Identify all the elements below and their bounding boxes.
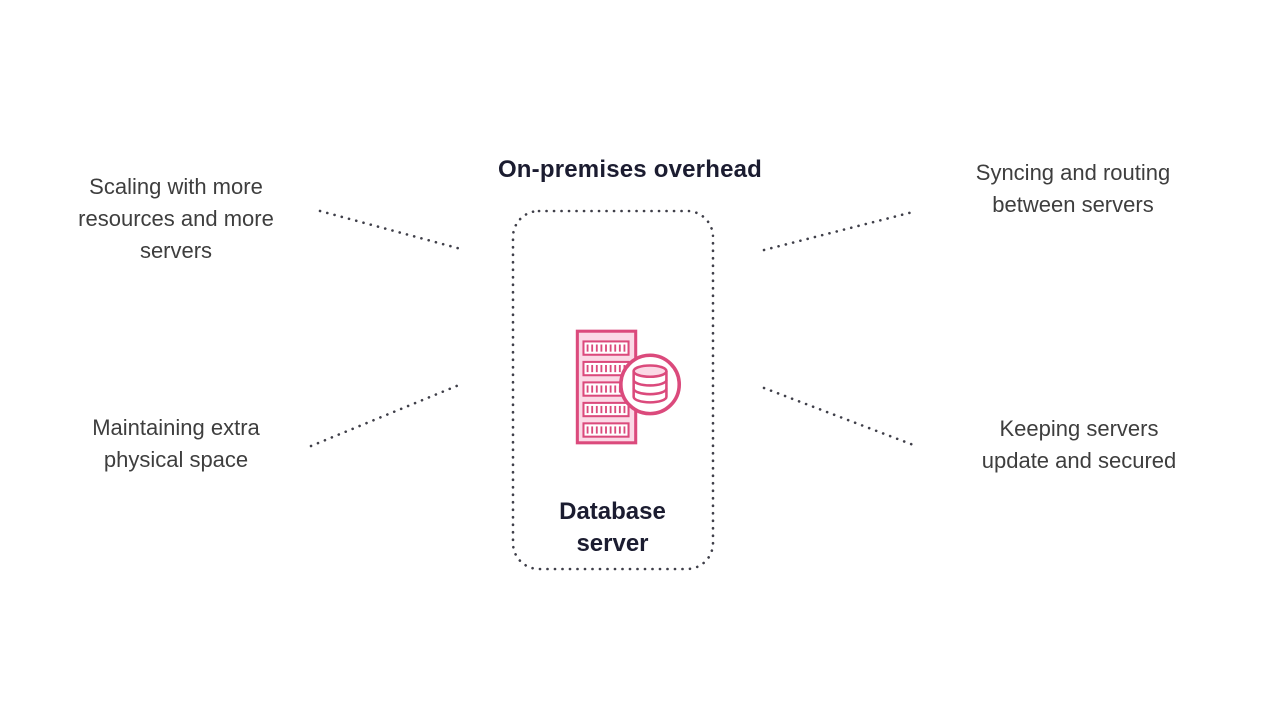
database-server-label-line: Database [559,498,666,525]
label-line: physical space [103,447,249,472]
label-line: update and secured [981,448,1177,473]
label-line: resources and more [78,206,274,231]
connector-bottom-right [762,386,918,448]
connector-top-right [762,210,915,252]
label-physical-space: Maintaining extra physical space [46,412,306,476]
page-title: On-premises overhead [497,156,763,183]
label-line: Maintaining extra [92,415,260,440]
database-cylinder-shape [619,353,682,416]
label-updates-security: Keeping servers update and secured [949,413,1209,477]
database-server-label: Database server [512,496,713,560]
connector-bottom-left [309,383,461,448]
label-scaling: Scaling with more resources and more ser… [46,171,306,267]
label-line: Keeping servers [999,416,1159,441]
database-server-box: Database server [512,210,713,570]
connector-top-left [318,209,463,251]
label-line: servers [139,238,213,263]
label-line: Syncing and routing [975,160,1171,185]
database-server-label-line: server [576,530,649,557]
database-server-box-border [511,209,715,571]
label-line: Scaling with more [89,174,263,199]
label-syncing-routing: Syncing and routing between servers [943,157,1203,221]
label-line: between servers [992,192,1154,217]
database-server-icon [575,329,682,445]
